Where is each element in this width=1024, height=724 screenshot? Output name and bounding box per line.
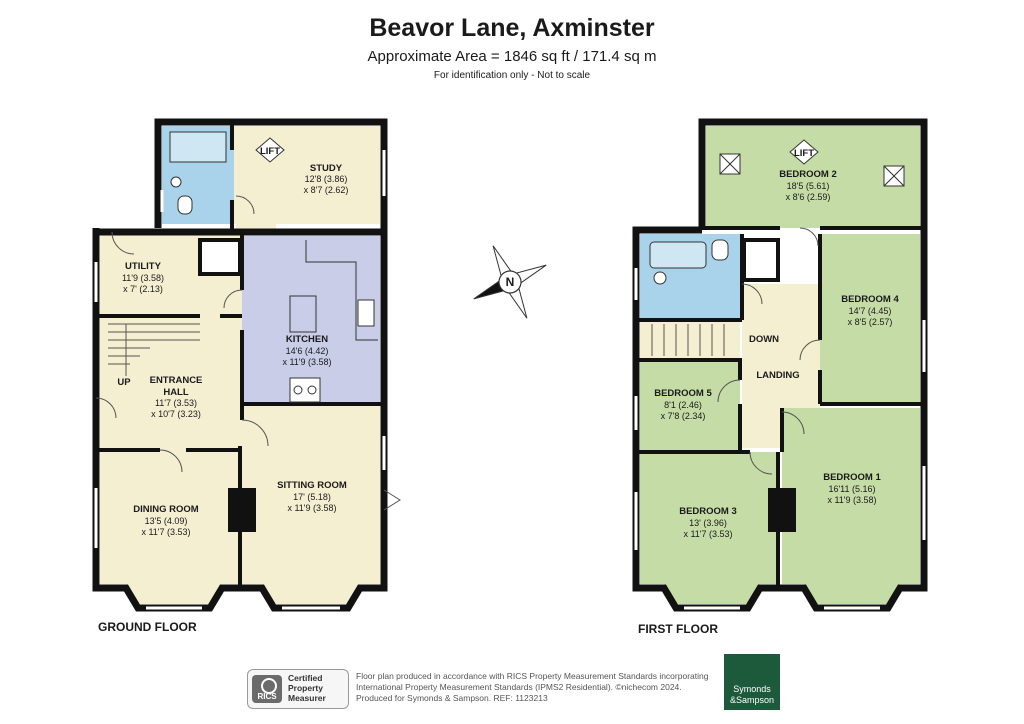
first-windows	[634, 268, 926, 610]
wc-ground	[177, 195, 193, 215]
page-title: Beavor Lane, Axminster	[369, 14, 655, 42]
kitchen-island	[289, 295, 317, 333]
ground-chimney	[228, 488, 256, 532]
bedroom2-name: BEDROOM 2	[779, 169, 837, 180]
bedroom1-bay	[804, 584, 900, 604]
bedroom1-dim2: x 11'9 (3.58)	[827, 495, 876, 505]
rics-line-1: Certified	[288, 673, 323, 683]
first-floor-label: FIRST FLOOR	[638, 622, 718, 636]
lift-symbol-first	[789, 139, 819, 165]
utility-name: UTILITY	[125, 261, 162, 272]
landing-name: LANDING	[756, 370, 799, 381]
ground-windows	[94, 150, 386, 610]
lift-label-ground: LIFT	[260, 146, 280, 157]
bedroom1-dim1: 16'11 (5.16)	[828, 484, 875, 494]
entrance-name2: HALL	[163, 387, 189, 398]
sitting-dim1: 17' (5.18)	[293, 492, 331, 502]
kitchen-sink	[357, 299, 375, 327]
study-name: STUDY	[310, 163, 343, 174]
compass-letter: N	[506, 275, 515, 289]
rics-certification-text: Certified Property Measurer	[288, 673, 326, 703]
legal-notice: Floor plan produced in accordance with R…	[356, 671, 716, 705]
bedroom4-room	[820, 234, 920, 404]
first-floor-plan: LIFT BEDROOM 2 18'5 (5.61) x 8'6 (2.59) …	[632, 118, 928, 612]
ground-floor-plan: LIFT STUDY 12'8 (3.86) x 8'7 (2.62) UTIL…	[92, 118, 401, 612]
legal-line-1: Floor plan produced in accordance with R…	[356, 671, 709, 681]
wc-first	[711, 239, 729, 261]
kitchen-dim2: x 11'9 (3.58)	[282, 357, 331, 367]
kitchen-name: KITCHEN	[286, 334, 328, 345]
bedroom1-room	[782, 408, 920, 584]
hob-ring-2	[307, 385, 317, 395]
rics-line-2: Property	[288, 683, 323, 693]
agent-logo: Symonds &Sampson	[724, 654, 780, 710]
bedroom5-room	[640, 360, 740, 452]
rics-badge: RICS Certified Property Measurer	[247, 669, 349, 709]
bedroom5-name: BEDROOM 5	[654, 388, 712, 399]
lift-symbol-ground	[255, 137, 285, 163]
utility-dim1: 11'9 (3.58)	[122, 273, 164, 283]
area-subtitle: Approximate Area = 1846 sq ft / 171.4 sq…	[367, 48, 657, 65]
hob-ring-1	[293, 385, 303, 395]
kitchen-dim1: 14'6 (4.42)	[286, 346, 329, 356]
study-dim1: 12'8 (3.86)	[305, 174, 348, 184]
dining-dim1: 13'5 (4.09)	[145, 516, 188, 526]
first-walls	[632, 118, 928, 612]
dining-name: DINING ROOM	[133, 504, 199, 515]
rics-logo-icon: RICS	[252, 675, 282, 703]
bedroom3-name: BEDROOM 3	[679, 506, 737, 517]
sitting-bay	[262, 584, 360, 604]
bathtub	[649, 241, 707, 269]
legal-line-3: Produced for Symonds & Sampson. REF: 112…	[356, 693, 548, 704]
stairs-down-label: DOWN	[749, 334, 779, 345]
rics-line-3: Measurer	[288, 693, 326, 703]
bedroom3-dim1: 13' (3.96)	[689, 518, 727, 528]
bedroom4-name: BEDROOM 4	[841, 294, 899, 305]
bedroom3-room	[640, 452, 778, 584]
kitchen-worktop	[305, 240, 378, 341]
ground-stairs	[108, 323, 200, 376]
first-stairs	[651, 324, 725, 356]
lift-shaft-ground	[236, 170, 276, 234]
disclaimer-note: For identification only - Not to scale	[433, 70, 591, 81]
study-dim2: x 8'7 (2.62)	[304, 185, 349, 195]
sitting-dim2: x 11'9 (3.58)	[287, 503, 336, 513]
bedroom2-dim2: x 8'6 (2.59)	[786, 192, 831, 202]
bedroom5-dim2: x 7'8 (2.34)	[661, 411, 706, 421]
shower-tray	[169, 131, 227, 163]
ground-floor-label: GROUND FLOOR	[98, 620, 197, 634]
entrance-dim2: x 10'7 (3.23)	[151, 409, 201, 419]
cooker	[289, 377, 321, 403]
skylights	[719, 153, 905, 187]
agent-logo-line-2: &Sampson	[729, 695, 775, 705]
ground-doors	[95, 195, 401, 511]
shower-waste	[170, 176, 182, 188]
bedroom2-dim1: 18'5 (5.61)	[787, 181, 830, 191]
lift-label-first: LIFT	[794, 148, 814, 159]
bedroom3-dim2: x 11'7 (3.53)	[683, 529, 732, 539]
dining-bay	[126, 584, 222, 604]
entrance-hall-room	[100, 316, 242, 450]
bedroom4-dim2: x 8'5 (2.57)	[848, 317, 893, 327]
dining-dim2: x 11'7 (3.53)	[141, 527, 190, 537]
bedroom4-dim1: 14'7 (4.45)	[849, 306, 892, 316]
utility-dim2: x 7' (2.13)	[123, 284, 163, 294]
compass-rose	[473, 245, 547, 319]
first-stairs-area	[640, 320, 740, 360]
bedroom1-name: BEDROOM 1	[823, 472, 881, 483]
sitting-name: SITTING ROOM	[277, 480, 347, 491]
bedroom5-dim1: 8'1 (2.46)	[664, 400, 702, 410]
legal-line-2: International Property Measurement Stand…	[356, 682, 682, 693]
bedroom3-bay	[664, 584, 760, 604]
first-chimney	[768, 488, 796, 532]
entrance-dim1: 11'7 (3.53)	[155, 398, 197, 408]
entrance-name1: ENTRANCE	[150, 375, 203, 386]
agent-logo-line-1: Symonds	[733, 684, 771, 694]
stairs-up-label: UP	[117, 377, 131, 388]
first-doors	[717, 227, 821, 475]
dining-room	[100, 450, 242, 584]
basin-first	[653, 271, 667, 285]
